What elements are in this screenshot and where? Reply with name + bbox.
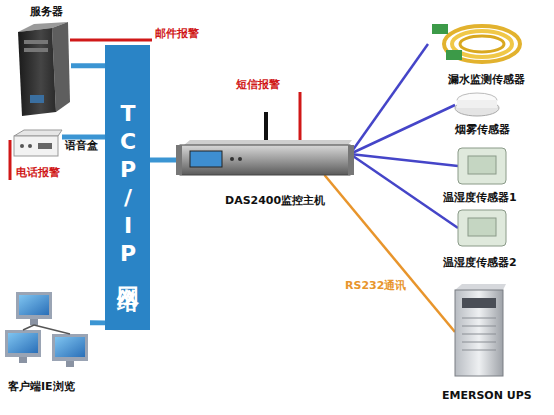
link-line — [62, 135, 105, 140]
device-label: 客户端IE浏览 — [8, 380, 75, 393]
host-top — [184, 140, 352, 145]
smoke-side — [457, 100, 497, 108]
network-label: TCP/IP网络 — [113, 101, 143, 275]
smoke-top — [457, 93, 497, 107]
link-line — [325, 175, 456, 332]
smoke-sensor: 烟雾传感器 — [455, 92, 500, 118]
host-ear — [348, 145, 354, 175]
link-line — [150, 157, 180, 162]
link-line — [350, 44, 428, 154]
client-pcs: 客户端IE浏览 — [5, 290, 90, 368]
voicebox-port — [28, 144, 32, 148]
monitor-screen — [55, 337, 85, 357]
ups-grille — [462, 326, 496, 327]
leak-cable — [444, 26, 520, 62]
device-label: 温湿度传感器2 — [443, 256, 517, 269]
pc-link — [23, 325, 34, 330]
mail-alarm-line — [70, 39, 152, 42]
voice-box: 语音盒 — [14, 130, 62, 158]
ups-grille — [462, 350, 496, 351]
ups-grille — [462, 342, 496, 343]
ups-grille — [462, 318, 496, 319]
monitor-screen — [8, 333, 38, 353]
host-button — [230, 157, 234, 161]
th-sensor-body — [458, 210, 506, 246]
monitor-host: DAS2400监控主机 — [180, 145, 350, 175]
device-label: 服务器 — [30, 5, 63, 18]
alarm-label: 短信报警 — [236, 78, 280, 91]
monitor-screen — [19, 295, 49, 315]
monitor-stand — [30, 319, 38, 325]
server-front — [18, 28, 56, 116]
host-button — [238, 157, 242, 161]
pc-link — [34, 325, 70, 334]
link-label: RS232通讯 — [345, 279, 406, 292]
ups-body — [455, 290, 503, 376]
ups-device: EMERSON UPS — [455, 288, 503, 376]
th-sensor-panel — [468, 156, 496, 174]
device-label: 烟雾传感器 — [455, 123, 510, 136]
leak-sensor: 漏水监测传感器 — [428, 18, 528, 70]
host-display — [190, 151, 222, 167]
server-bay — [24, 40, 48, 44]
ups-top — [455, 284, 506, 290]
sms-alarm-line — [299, 92, 302, 145]
monitor-frame — [5, 330, 41, 357]
link-line — [350, 154, 458, 228]
th-sensor-body — [458, 148, 506, 184]
leak-module — [446, 50, 462, 60]
th-sensor: 温湿度传感器2 — [458, 210, 506, 246]
link-line — [71, 63, 105, 68]
monitor-stand — [19, 357, 27, 363]
monitor-frame — [16, 292, 52, 319]
monitor-stand — [66, 361, 74, 367]
network-band: TCP/IP网络 — [105, 45, 150, 330]
ups-grille — [462, 334, 496, 335]
voicebox-top — [14, 130, 62, 136]
th-sensor: 温湿度传感器1 — [458, 148, 506, 184]
server-badge — [30, 95, 44, 103]
smoke-base — [455, 100, 499, 116]
ups-panel — [462, 298, 496, 308]
phone-alarm-line — [9, 140, 12, 180]
th-sensor-panel — [468, 218, 496, 236]
alarm-label: 电话报警 — [16, 166, 60, 179]
device-label: 漏水监测传感器 — [448, 73, 525, 86]
voicebox-body — [14, 136, 58, 156]
leak-cable — [460, 36, 504, 52]
server-bay — [24, 48, 48, 52]
link-line — [350, 105, 455, 154]
device-label: DAS2400监控主机 — [225, 194, 325, 207]
monitor-frame — [52, 334, 88, 361]
device-label: EMERSON UPS — [442, 389, 532, 402]
leak-module — [432, 24, 448, 34]
device-label: 温湿度传感器1 — [443, 191, 517, 204]
server-device: 服务器 — [15, 22, 71, 117]
voicebox-port — [20, 144, 24, 148]
device-label: 语音盒 — [65, 139, 98, 152]
alarm-label: 邮件报警 — [155, 27, 199, 40]
voicebox-port — [38, 143, 52, 149]
host-ear — [176, 145, 182, 175]
link-line — [90, 320, 105, 325]
host-body — [180, 145, 350, 175]
